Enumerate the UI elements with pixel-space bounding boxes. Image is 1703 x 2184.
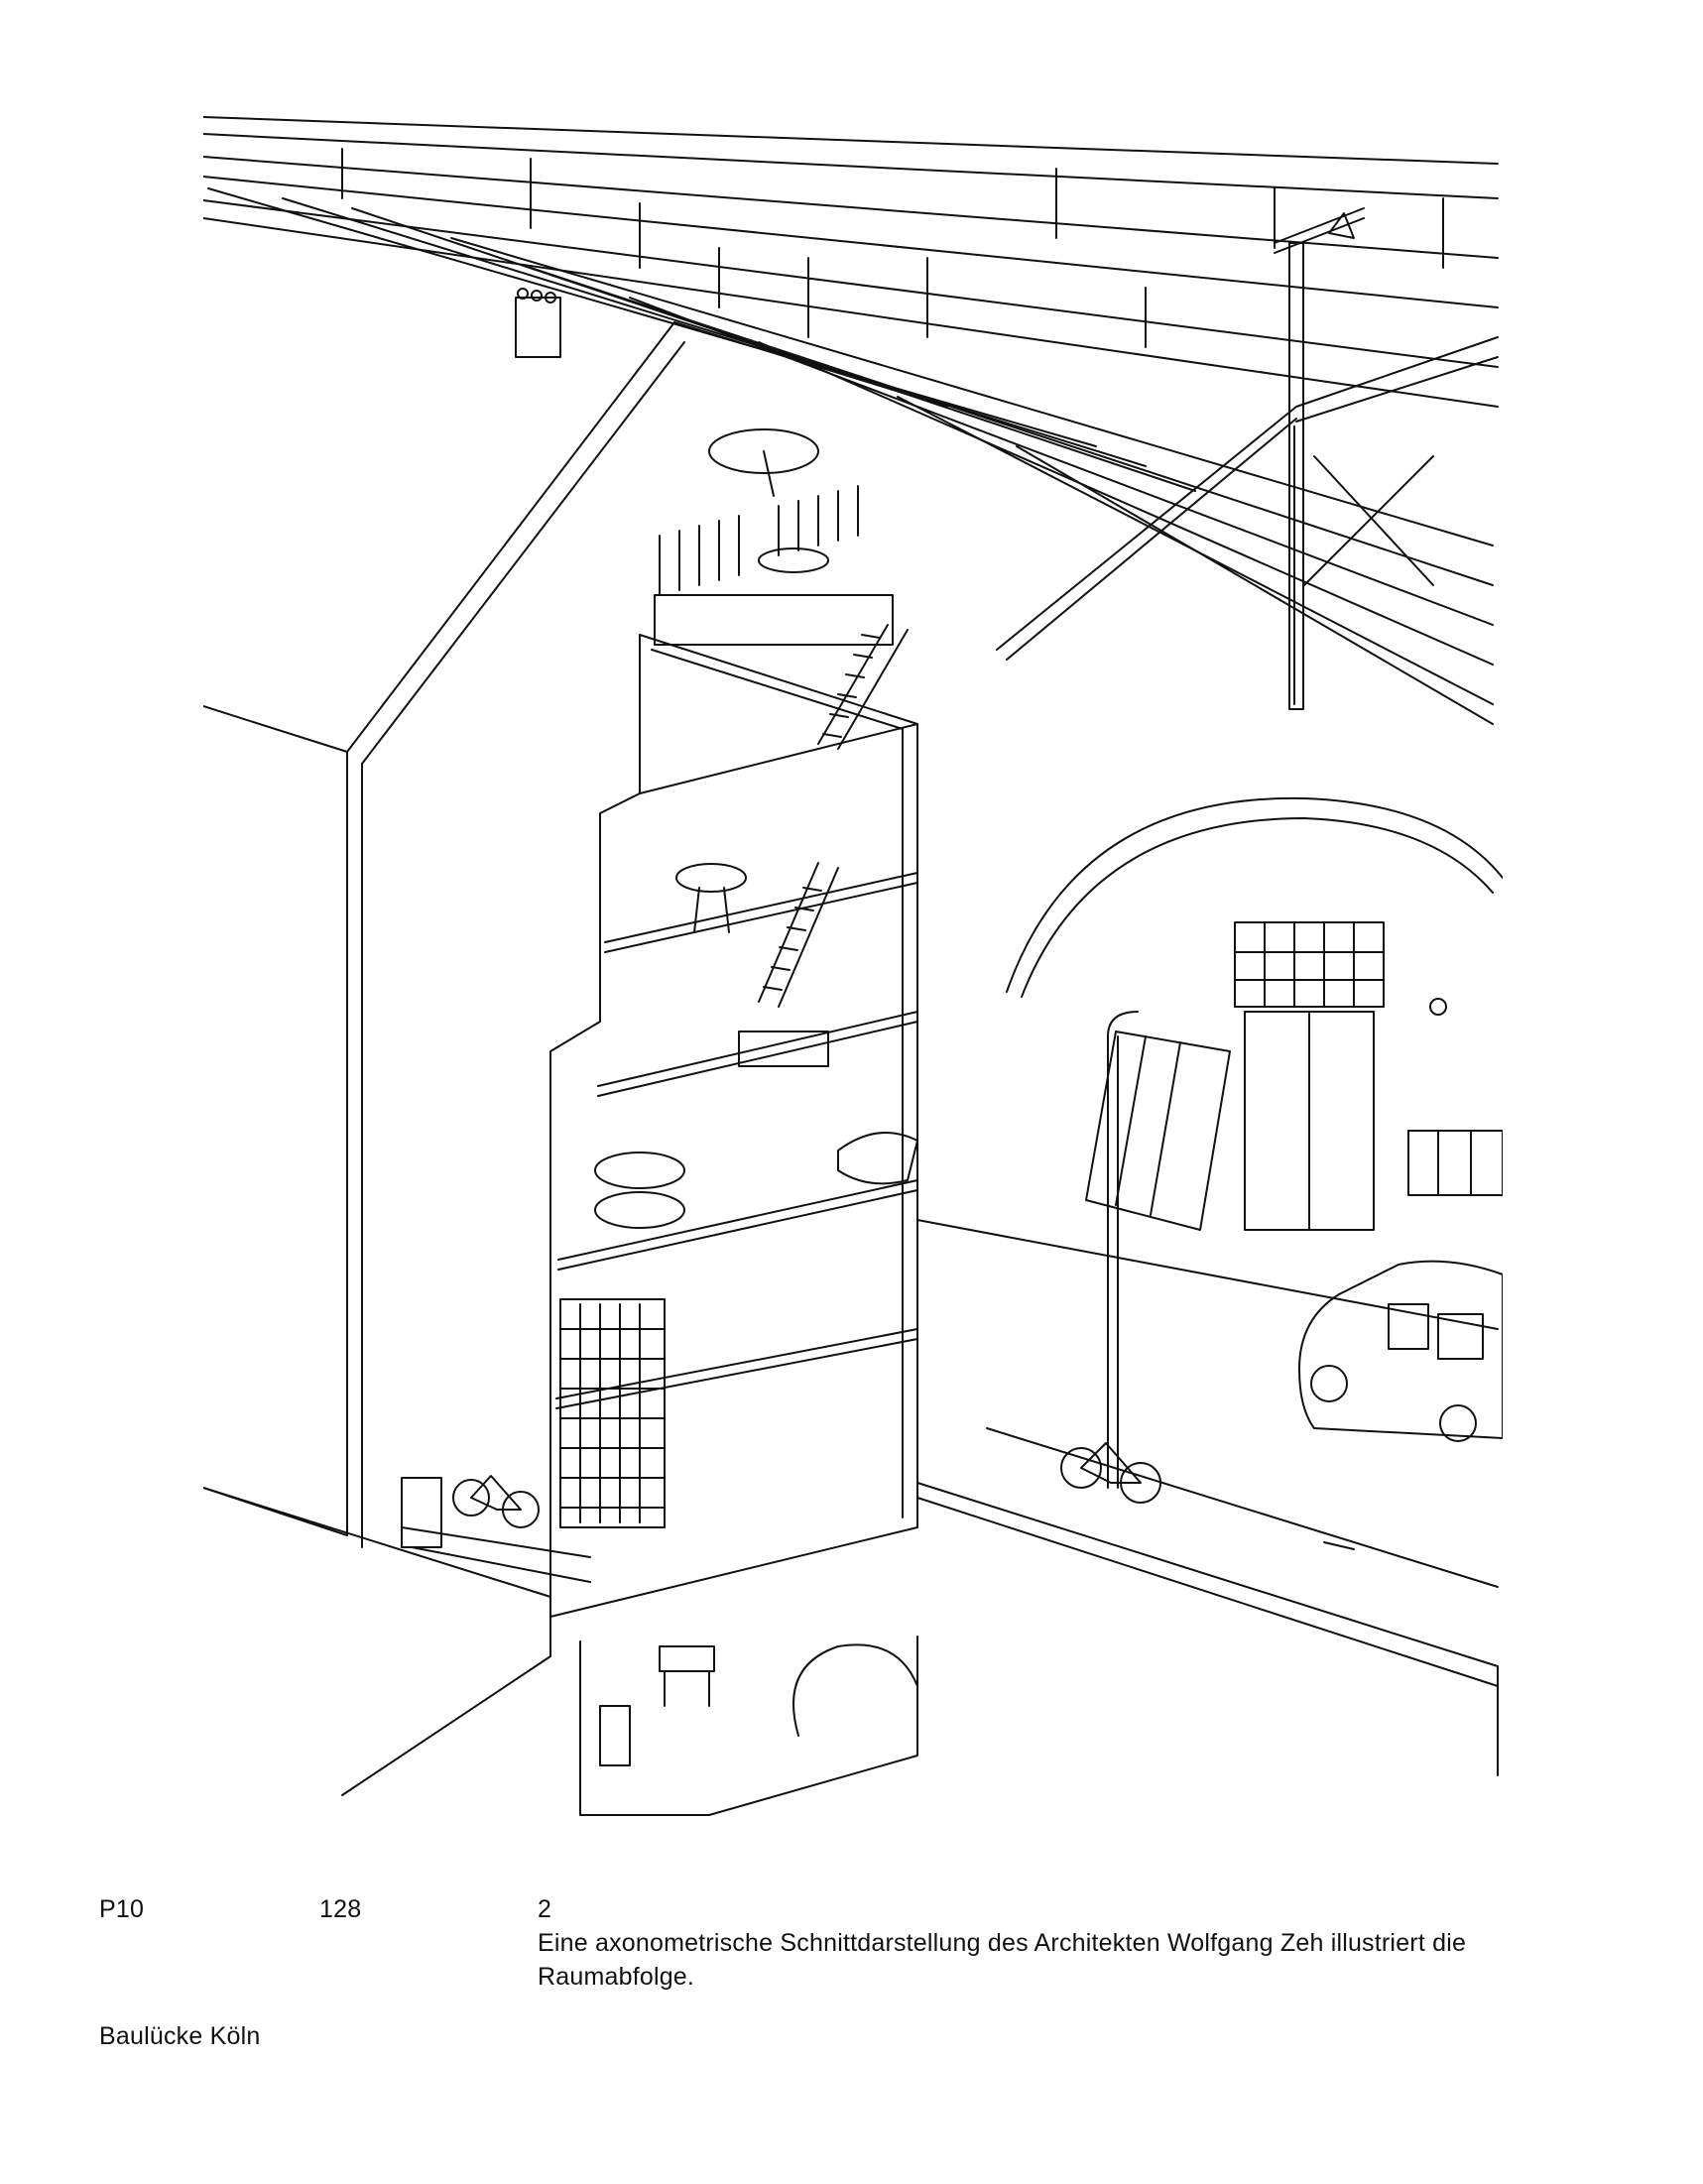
neighbour-house: [203, 288, 948, 1796]
figure-caption: 2 Eine axonometrische Schnittdarstellung…: [538, 1892, 1480, 1994]
infill-house-section: [549, 428, 918, 1816]
project-name: Baulücke Köln: [99, 2022, 261, 2050]
street-scene: [401, 796, 1503, 1776]
project-code: P10: [99, 1895, 145, 1923]
page-number: 128: [319, 1895, 362, 1923]
axonometric-section-drawing: [203, 109, 1503, 1835]
railway-bridge: [203, 116, 1499, 725]
figure-number: 2: [538, 1895, 552, 1923]
caption-text: Eine axonometrische Schnittdarstellung d…: [538, 1929, 1467, 1991]
